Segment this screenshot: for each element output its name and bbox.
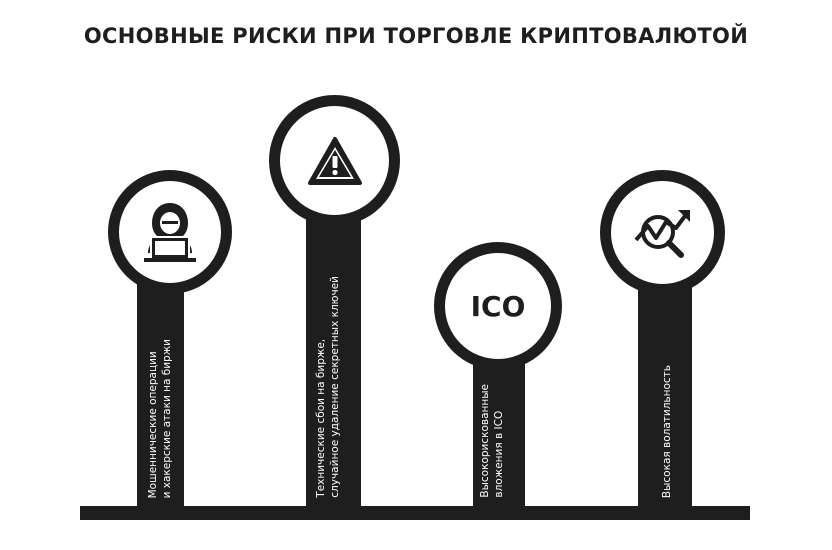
- pillar-stem-ico: [473, 350, 525, 510]
- pillar-circle-volatility: [600, 170, 725, 295]
- pillar-label-fraud: Мошеннические операции и хакерские атаки…: [147, 338, 173, 498]
- pillar-circle-technical: [269, 95, 400, 226]
- pillar-circle-fraud: [108, 170, 232, 294]
- pillar-stem-technical: [306, 210, 361, 510]
- baseline-bar: [80, 506, 750, 520]
- pillar-label-technical: Технические сбои на бирже, случайное уда…: [315, 276, 341, 498]
- pillar-circle-ico: ICO: [434, 242, 562, 370]
- pillar-stem-volatility: [638, 280, 692, 510]
- pillar-label-volatility: Высокая волатильность: [661, 364, 673, 498]
- pillar-stem-fraud: [137, 280, 184, 510]
- page-title: ОСНОВНЫЕ РИСКИ ПРИ ТОРГОВЛЕ КРИПТОВАЛЮТО…: [83, 24, 749, 48]
- pillar-label-ico: Высокорискованные вложения в ICO: [479, 384, 505, 498]
- warning-icon: [307, 136, 362, 185]
- volatility-chart-icon: [633, 209, 690, 258]
- hacker-icon: [144, 203, 196, 262]
- ico-icon: ICO: [470, 289, 526, 323]
